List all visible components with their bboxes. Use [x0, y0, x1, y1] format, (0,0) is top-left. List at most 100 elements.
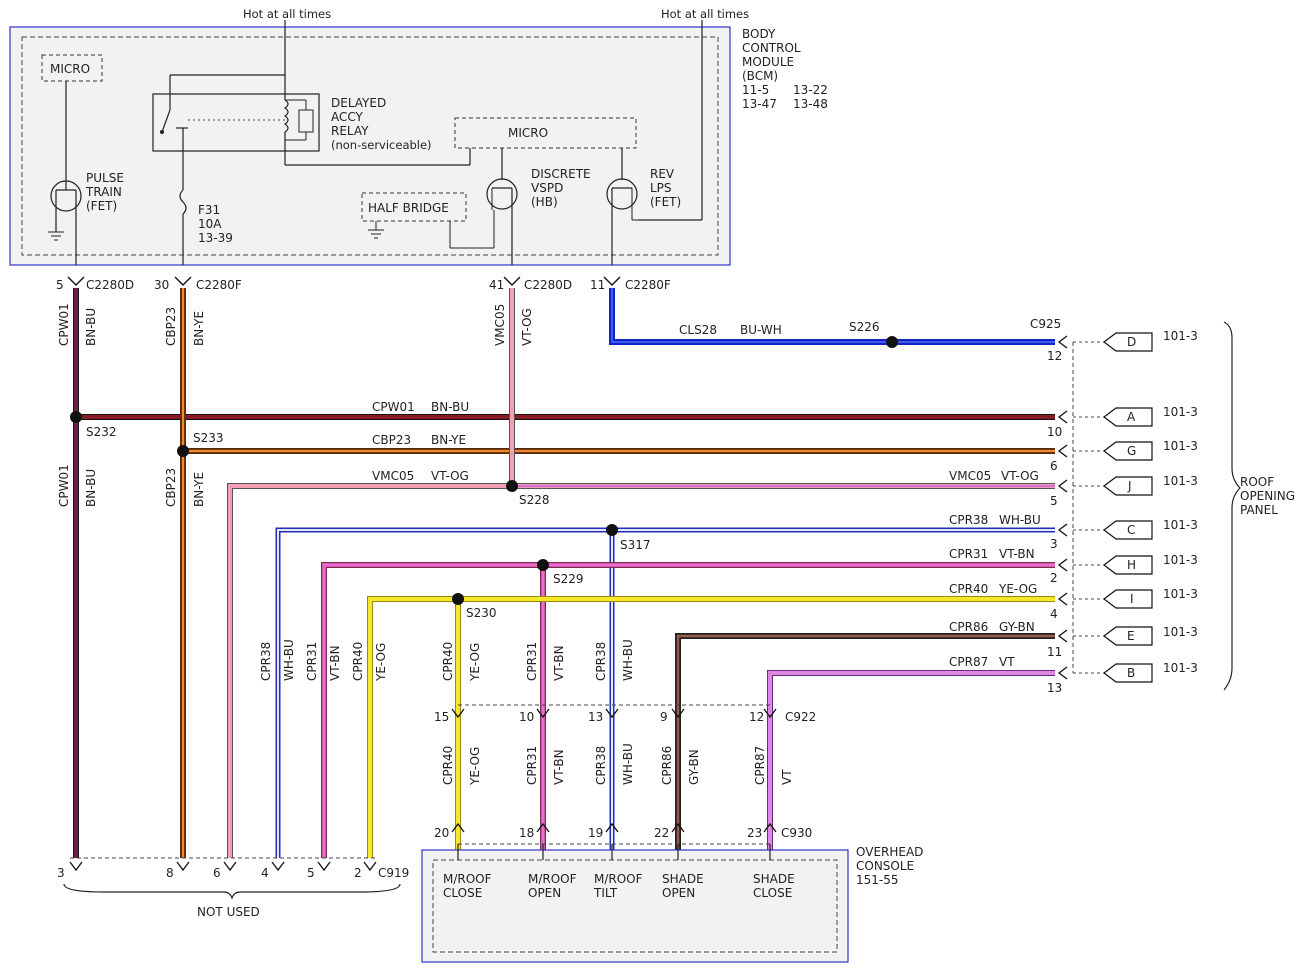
- roof-panel-label-2: OPENING: [1240, 489, 1295, 503]
- switch-shade-open-1: SHADE: [662, 872, 704, 886]
- roof-panel-bracket: [1223, 321, 1241, 691]
- hlabel-cpr87-color: VT: [999, 655, 1015, 669]
- splice-s317: S317: [620, 538, 651, 552]
- c930-connector: 20 18 19 22 23 C930: [434, 822, 812, 845]
- relay-label-2: ACCY: [331, 110, 364, 124]
- pulse-train-label-2: TRAIN: [85, 185, 122, 199]
- vspd-label-1: DISCRETE: [531, 167, 591, 181]
- splice-s232: S232: [86, 425, 117, 439]
- micro-right-box: [454, 117, 637, 149]
- vspd-label-2: VSPD: [531, 181, 563, 195]
- bcm-module: MICRO PULSE TRAIN (FET) DELAYED AC: [9, 20, 731, 266]
- vlabel-cpr40-mid-id: CPR40: [441, 642, 455, 681]
- vlabel-cbp23-top-id: CBP23: [164, 307, 178, 346]
- switch-shade-close-1: SHADE: [753, 872, 795, 886]
- vlabel-cpr40-mid-color: YE-OG: [468, 643, 482, 682]
- vlabel-cpr31-low-id: CPR31: [525, 746, 539, 785]
- bcm-ref-1: 11-5: [742, 83, 769, 97]
- c919-pin-6: 6: [213, 866, 221, 880]
- hlabel-cls28-color: BU-WH: [740, 323, 782, 337]
- hlabel-cpr86-id: CPR86: [949, 620, 988, 634]
- hlabel-cpr87-id: CPR87: [949, 655, 988, 669]
- c922-label: C922: [785, 710, 816, 724]
- vlabel-cpr31-bot-id: CPR31: [305, 642, 319, 681]
- splice-s229: S229: [553, 572, 584, 586]
- pulse-train-label-3: (FET): [86, 199, 117, 213]
- c925-connector: C925 12 10 6 5 3 2 4 11 13: [1030, 317, 1104, 695]
- hlabel-vmc05-id: VMC05: [949, 469, 991, 483]
- vlabel-cpr31-mid-id: CPR31: [525, 642, 539, 681]
- ref-i: 101-3: [1163, 587, 1198, 601]
- ref-b: 101-3: [1163, 661, 1198, 675]
- conn-c2280f-a: C2280F: [196, 278, 242, 292]
- micro-left-box: [41, 54, 103, 82]
- fuse-label-2: 10A: [198, 217, 222, 231]
- switch-mroof-tilt-2: TILT: [593, 886, 618, 900]
- splice-s226: S226: [849, 320, 880, 334]
- bcm-name-1: BODY: [742, 27, 776, 41]
- continuation-tags: [1103, 332, 1153, 683]
- conn-c2280d-a: C2280D: [86, 278, 134, 292]
- hlabel-cpr86-color: GY-BN: [999, 620, 1035, 634]
- hlabel-vmc05-left-color: VT-OG: [431, 469, 469, 483]
- pulse-train-label-1: PULSE: [86, 171, 124, 185]
- ref-h: 101-3: [1163, 553, 1198, 567]
- vlabel-cpr40-low-color: YE-OG: [468, 747, 482, 786]
- splice-s233: S233: [193, 431, 224, 445]
- micro-left-label: MICRO: [50, 62, 90, 76]
- vlabel-cpr40-low-id: CPR40: [441, 746, 455, 785]
- tag-g: G: [1127, 444, 1136, 458]
- c919-label: C919: [378, 866, 409, 880]
- fuse-label-3: 13-39: [198, 231, 233, 245]
- c922-pin-12: 12: [749, 710, 764, 724]
- vlabel-cpr38-bot-color: WH-BU: [282, 639, 296, 681]
- c919-pin-4: 4: [261, 866, 269, 880]
- switch-shade-open-2: OPEN: [662, 886, 695, 900]
- hlabel-cpr38-color: WH-BU: [999, 513, 1041, 527]
- vlabel-cpr31-mid-color: VT-BN: [552, 645, 566, 681]
- vspd-label-3: (HB): [531, 195, 558, 209]
- ref-d: 101-3: [1163, 329, 1198, 343]
- roof-panel-label-1: ROOF: [1240, 475, 1274, 489]
- vlabel-cpr40-bot-id: CPR40: [351, 642, 365, 681]
- switch-mroof-open-1: M/ROOF: [528, 872, 577, 886]
- ref-c: 101-3: [1163, 518, 1198, 532]
- rev-lps-label-3: (FET): [650, 195, 681, 209]
- hlabel-cbp23-color: BN-YE: [431, 433, 466, 447]
- hlabel-cpr38-id: CPR38: [949, 513, 988, 527]
- c919-pin-8: 8: [166, 866, 174, 880]
- tag-h: H: [1127, 558, 1136, 572]
- conn-c2280f-b: C2280F: [625, 278, 671, 292]
- fuse-label-1: F31: [198, 203, 220, 217]
- c919-pin-3: 3: [57, 866, 65, 880]
- half-bridge-label: HALF BRIDGE: [368, 201, 449, 215]
- tag-e: E: [1127, 629, 1135, 643]
- vlabel-cpr38-low-id: CPR38: [594, 746, 608, 785]
- hlabel-cls28-id: CLS28: [679, 323, 717, 337]
- not-used-label: NOT USED: [197, 905, 260, 919]
- bcm-ref-2: 13-22: [793, 83, 828, 97]
- vlabel-vmc05-top-color: VT-OG: [520, 308, 534, 346]
- splice-s226-dot: [886, 336, 898, 348]
- wires: [73, 288, 1055, 858]
- c930-label: C930: [781, 826, 812, 840]
- hot-label-right: Hot at all times: [661, 7, 749, 21]
- bcm-ref-3: 13-47: [742, 97, 777, 111]
- c930-pin-18: 18: [519, 826, 534, 840]
- tag-d: D: [1127, 335, 1136, 349]
- vlabel-cpw01-top-color: BN-BU: [84, 308, 98, 346]
- c925-pin-6: 6: [1050, 459, 1058, 473]
- hlabel-cpr40-color: YE-OG: [998, 582, 1037, 596]
- overhead-name-2: CONSOLE: [856, 859, 914, 873]
- hlabel-cpw01-id: CPW01: [372, 400, 415, 414]
- vlabel-cpr31-bot-color: VT-BN: [328, 645, 342, 681]
- c925-pin-2: 2: [1050, 571, 1058, 585]
- pin-11: 11: [590, 278, 605, 292]
- relay-label-4: (non-serviceable): [331, 138, 432, 152]
- overhead-console: M/ROOF CLOSE M/ROOF OPEN M/ROOF TILT SHA…: [421, 844, 849, 963]
- c922-pin-13: 13: [588, 710, 603, 724]
- switch-mroof-tilt-1: M/ROOF: [594, 872, 643, 886]
- switch-mroof-open-2: OPEN: [528, 886, 561, 900]
- c922-pin-9: 9: [660, 710, 668, 724]
